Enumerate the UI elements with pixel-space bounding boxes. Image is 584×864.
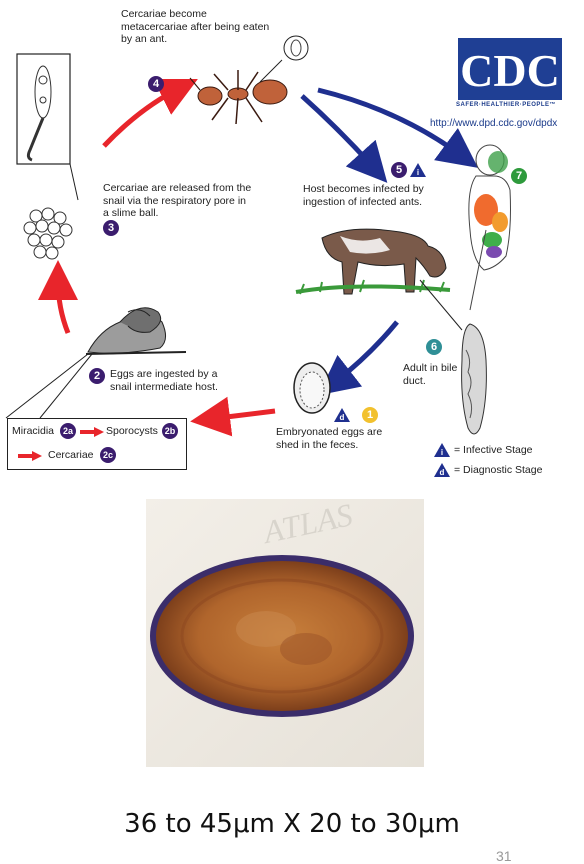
- miracidia-label: Miracidia: [12, 425, 55, 437]
- human-illustration: [468, 144, 511, 311]
- step3-label: Cercariae are released from the snail vi…: [103, 182, 252, 219]
- arrow-right-icon: [80, 427, 104, 437]
- slime-ball-illustration: [23, 207, 73, 260]
- ant-illustration: [189, 70, 288, 125]
- sporocysts-badge: 2b: [162, 423, 178, 439]
- arrow-cercariae-to-ant: [102, 79, 198, 148]
- step2-label: Eggs are ingested by a snail intermediat…: [110, 368, 218, 393]
- step7-badge: 7: [511, 168, 527, 184]
- step6-badge: 6: [426, 339, 442, 355]
- cercariae-badge: 2c: [100, 447, 116, 463]
- legend-diagnostic-label: = Diagnostic Stage: [454, 464, 543, 476]
- page-number: 31: [496, 848, 512, 864]
- step2-badge: 2: [89, 368, 105, 384]
- adult-fluke-illustration: [419, 279, 487, 435]
- svg-text:i: i: [441, 448, 443, 457]
- legend-infective-icon: i: [433, 442, 451, 458]
- arrow-right-icon: [18, 451, 42, 461]
- svg-text:d: d: [440, 468, 445, 477]
- cdc-logo: CDC: [458, 38, 562, 100]
- legend-infective-label: = Infective Stage: [454, 444, 533, 456]
- arrow-snail-to-slimeball: [38, 260, 79, 334]
- step4-badge: 4: [148, 76, 164, 92]
- sporocysts-label: Sporocysts: [106, 425, 158, 437]
- step4-label: Cercariae become metacercariae after bei…: [121, 8, 270, 45]
- miracidia-badge: 2a: [60, 423, 76, 439]
- step3-badge: 3: [103, 220, 119, 236]
- cercaria-illustration: [16, 53, 79, 201]
- egg-micrograph: ATLAS: [146, 499, 424, 767]
- step5-label: Host becomes infected by ingestion of in…: [303, 183, 424, 208]
- step5-badge: 5: [391, 162, 407, 178]
- arrow-ant-to-cow: [300, 94, 388, 183]
- arrow-ant-to-human: [317, 87, 479, 168]
- svg-text:d: d: [340, 413, 345, 422]
- step1-label: Embryonated eggs are shed in the feces.: [276, 426, 383, 451]
- snail-stages-box: Miracidia 2a Sporocysts 2b Cercariae 2c: [7, 418, 187, 470]
- infective-stage-icon: i: [409, 162, 427, 178]
- egg-size-caption: 36 to 45μm X 20 to 30μm: [124, 809, 460, 839]
- cow-illustration: [295, 228, 451, 295]
- arrow-adult-to-eggs: [318, 320, 399, 396]
- life-cycle-diagram: [5, 35, 511, 437]
- cdc-tagline: SAFER·HEALTHIER·PEOPLE™: [456, 102, 557, 108]
- step1-badge: 1: [362, 407, 378, 423]
- diagnostic-stage-icon: d: [333, 407, 351, 423]
- step6-label: Adult in bile duct.: [403, 362, 458, 387]
- cdc-url-link[interactable]: http://www.dpd.cdc.gov/dpdx: [430, 118, 558, 129]
- snail-illustration: [5, 307, 187, 419]
- svg-text:CDC: CDC: [460, 45, 560, 96]
- egg-illustration: [293, 362, 331, 414]
- svg-text:i: i: [417, 168, 419, 177]
- arrow-eggs-to-snail: [190, 396, 276, 437]
- cercariae-label: Cercariae: [48, 449, 94, 461]
- legend-diagnostic-icon: d: [433, 462, 451, 478]
